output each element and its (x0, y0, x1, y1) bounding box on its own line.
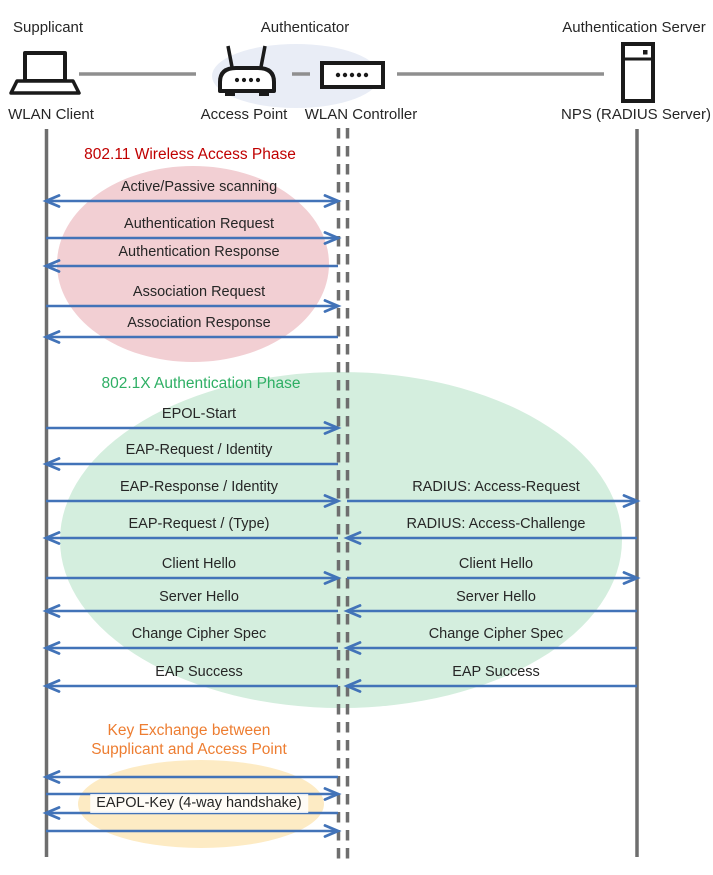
message-arrow (42, 457, 338, 471)
phase3-title-line2: Supplicant and Access Point (91, 740, 287, 758)
message-arrow (42, 194, 342, 208)
message-label: Association Response (127, 315, 271, 331)
message-label: Server Hello (456, 589, 536, 605)
message-label: Change Cipher Spec (428, 626, 564, 642)
phase1-title: 802.11 Wireless Access Phase (84, 146, 296, 163)
phase3-title: Key Exchange between Supplicant and Acce… (91, 722, 287, 759)
message-label: EAP Success (452, 664, 540, 680)
message-label: EPOL-Start (161, 406, 237, 422)
arrowhead (42, 770, 61, 784)
message-label: Server Hello (159, 589, 239, 605)
message-arrow (347, 571, 641, 585)
message-label: EAP-Request / Identity (125, 442, 273, 458)
phase3-title-line1: Key Exchange between (107, 722, 271, 739)
arrowhead (42, 457, 61, 471)
device-label-access-point: Access Point (200, 106, 288, 123)
arrowhead (42, 806, 61, 820)
arrowhead (343, 531, 362, 545)
laptop-icon (9, 51, 81, 95)
arrowhead (323, 787, 342, 801)
arrowhead (343, 641, 362, 655)
arrowhead (42, 194, 61, 208)
message-label: EAP-Request / (Type) (128, 516, 270, 532)
message-arrow (343, 641, 637, 655)
access-point-icon (218, 45, 276, 96)
arrowhead (42, 259, 61, 273)
message-label: Association Request (132, 284, 266, 300)
message-arrow (42, 679, 338, 693)
message-arrow (42, 330, 338, 344)
device-label-nps-radius-server: NPS (RADIUS Server) (560, 106, 712, 123)
lifelines (44, 128, 639, 860)
message-arrow (42, 806, 338, 820)
message-label: Authentication Request (124, 216, 274, 232)
arrowhead (42, 330, 61, 344)
arrowhead (323, 824, 342, 838)
message-label: EAP Success (155, 664, 243, 680)
message-arrow (42, 604, 338, 618)
phase2-title: 802.1X Authentication Phase (101, 375, 301, 392)
message-label: EAPOL-Key (4-way handshake) (90, 794, 308, 813)
arrowhead (42, 641, 61, 655)
message-label: RADIUS: Access-Request (412, 479, 580, 495)
role-label-authenticator: Authenticator (260, 19, 350, 36)
message-arrow (46, 494, 342, 508)
message-arrow (347, 494, 641, 508)
arrowhead (323, 421, 342, 435)
message-arrow (42, 259, 338, 273)
message-arrow (42, 531, 338, 545)
message-label: Client Hello (458, 556, 534, 572)
message-label: Active/Passive scanning (120, 179, 278, 195)
message-arrow (343, 679, 637, 693)
arrowhead (323, 571, 342, 585)
message-arrows (42, 194, 641, 838)
message-label: Client Hello (161, 556, 237, 572)
arrowhead (343, 679, 362, 693)
role-label-supplicant: Supplicant (13, 19, 84, 36)
message-arrow (46, 824, 342, 838)
message-arrow (46, 231, 342, 245)
message-arrow (42, 641, 338, 655)
arrowhead (323, 299, 342, 313)
arrowhead (622, 571, 641, 585)
message-label: Change Cipher Spec (131, 626, 267, 642)
message-arrow (343, 531, 637, 545)
role-label-authentication-server: Authentication Server (562, 19, 706, 36)
arrowhead (42, 604, 61, 618)
arrowhead (42, 679, 61, 693)
wlan-controller-icon (320, 61, 385, 89)
device-label-wlan-client: WLAN Client (8, 106, 94, 123)
phase2-ellipse (60, 372, 622, 708)
message-arrow (46, 421, 342, 435)
message-label: EAP-Response / Identity (120, 479, 278, 495)
message-label: Authentication Response (118, 244, 280, 260)
arrowhead (343, 604, 362, 618)
device-label-wlan-controller: WLAN Controller (304, 106, 418, 123)
arrowhead (42, 531, 61, 545)
message-arrow (46, 299, 342, 313)
arrowhead (622, 494, 641, 508)
phase1-ellipse (57, 166, 329, 362)
arrowhead (323, 231, 342, 245)
message-label: RADIUS: Access-Challenge (406, 516, 586, 532)
message-arrow (42, 770, 338, 784)
arrowhead (323, 494, 342, 508)
message-arrow (46, 571, 342, 585)
server-icon (621, 42, 655, 103)
message-arrow (343, 604, 637, 618)
arrowhead (323, 194, 342, 208)
